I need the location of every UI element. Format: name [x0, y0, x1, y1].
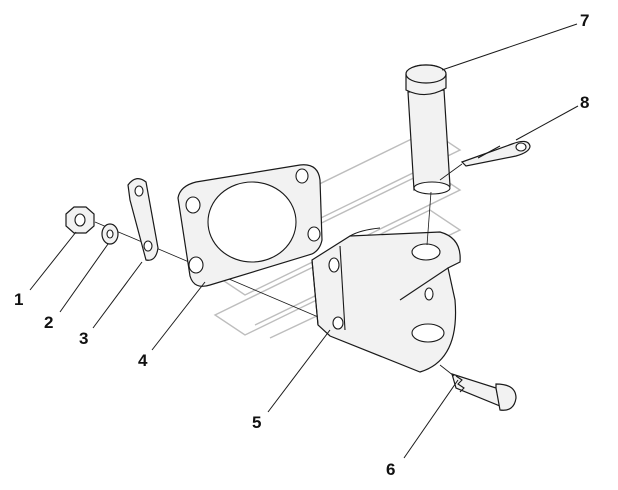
washer-part	[101, 223, 119, 245]
nut-part	[65, 206, 95, 234]
callout-3: 3	[79, 329, 88, 348]
callout-2: 2	[44, 313, 53, 332]
callout-8: 8	[580, 93, 589, 112]
gasket-plate-part	[177, 164, 323, 287]
callout-labels: 1 2 3 4 5 6 7 8	[14, 11, 589, 479]
callout-5: 5	[252, 413, 261, 432]
callout-6: 6	[386, 460, 395, 479]
callout-1: 1	[14, 290, 23, 309]
bolt-part	[439, 364, 517, 411]
leader-lines	[29, 23, 579, 459]
callout-4: 4	[138, 351, 148, 370]
callout-7: 7	[580, 11, 589, 30]
cotter-pin-part	[439, 140, 531, 181]
pin-part	[405, 64, 451, 246]
link-plate-part	[127, 178, 159, 261]
bracket-part	[311, 227, 461, 373]
